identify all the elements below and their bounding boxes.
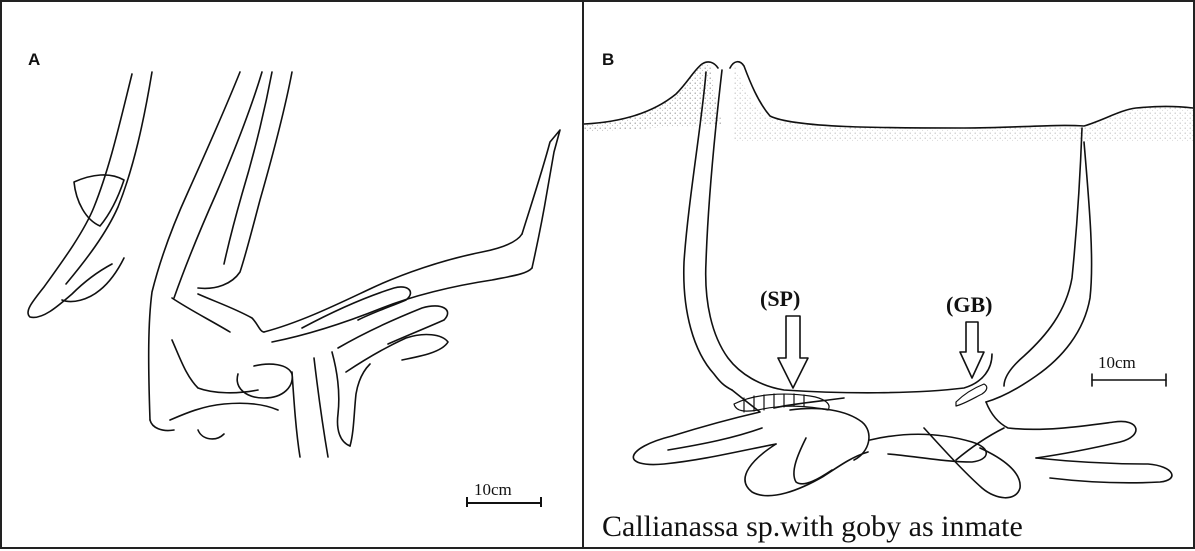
panel-a-scale-label: 10cm [474, 480, 512, 500]
panel-b-caption: Callianassa sp.with goby as inmate [602, 510, 1023, 544]
panel-a: A [0, 0, 584, 549]
goby-marker-label: (GB) [946, 292, 992, 317]
burrow-cast-drawing [2, 2, 582, 547]
callianassa-burrow-drawing: (SP) (GB) 10cm [584, 2, 1193, 547]
panel-a-scale-tick-left [466, 497, 468, 507]
panel-b-scale-label: 10cm [1098, 353, 1136, 372]
panel-a-scale-tick-right [540, 497, 542, 507]
panel-b: B [582, 0, 1195, 549]
panel-a-scale-bar [466, 502, 542, 504]
shrimp-marker-label: (SP) [760, 286, 800, 311]
